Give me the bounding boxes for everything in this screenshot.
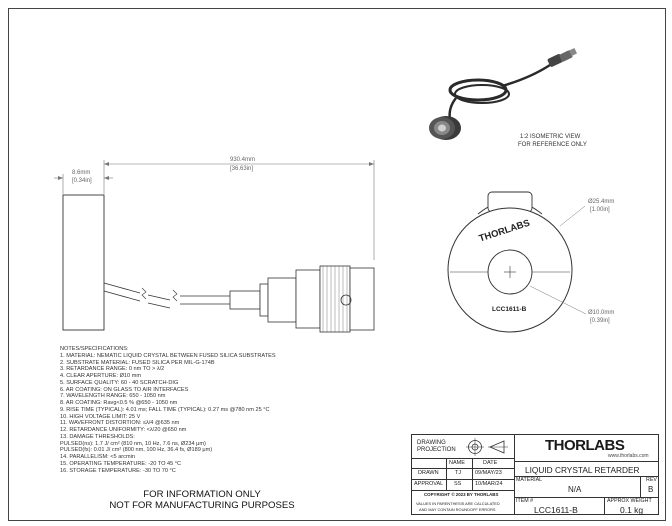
view-label-line2: FOR REFERENCE ONLY [518, 142, 587, 148]
col-date-header: DATE [483, 460, 498, 466]
note-item: 3. RETARDANCE RANGE: 0 nm TO > λ/2 [60, 366, 165, 373]
notes-heading: NOTES/SPECIFICATIONS: [60, 346, 129, 352]
bnc-connector-isometric [547, 48, 577, 67]
note-item: 4. CLEAR APERTURE: Ø10 mm [60, 373, 142, 379]
approval-name: SS [454, 481, 462, 487]
disclaimer: FOR INFORMATION ONLY NOT FOR MANUFACTURI… [104, 489, 300, 511]
note-item: 1. MATERIAL: NEMATIC LIQUID CRYSTAL BETW… [60, 352, 276, 359]
note-item: 7. WAVELENGTH RANGE: 650 - 1050 nm [60, 393, 166, 400]
dim-aperture-mm: Ø10.0mm [588, 310, 615, 316]
item-value: LCC1611-B [534, 505, 578, 515]
note-item: 11. WAVEFRONT DISTORTION: ≤λ/4 @635 nm [60, 420, 180, 427]
retarder-isometric [429, 116, 461, 140]
drawing-border [8, 8, 666, 521]
note-item: 9. RISE TIME (TYPICAL): 4.01 ms; FALL TI… [60, 406, 270, 413]
retarder-body-side [62, 194, 105, 331]
drawing-projection-line2: PROJECTION [417, 447, 456, 453]
note-item: PULSED(fs): 0.01 J/ cm² (800 nm, 100 Hz,… [60, 447, 213, 454]
side-view [54, 160, 375, 333]
company-logo: THORLABS [545, 437, 625, 454]
note-item: 8. AR COATING: Ravg<0.5 % @650 - 1050 nm [60, 400, 178, 406]
copyright: COPYRIGHT © 2023 BY THORLABS [424, 492, 499, 497]
drawn-name: TJ [455, 470, 462, 476]
cable-coil [454, 84, 510, 104]
dim-aperture-in: [0.39in] [590, 318, 610, 324]
tolerance-note-1: VALUES IN PARENTHESIS ARE CALCULATED [416, 501, 500, 506]
disclaimer-line2: NOT FOR MANUFACTURING PURPOSES [109, 500, 295, 511]
drawn-label: DRAWN [418, 470, 439, 476]
front-view [447, 191, 587, 333]
note-item: PULSED(ns): 1.7 J/ cm² (810 nm, 10 Hz, 7… [60, 440, 206, 447]
part-model-marking: LCC1611-B [492, 306, 527, 313]
col-name-header: NAME [449, 460, 465, 466]
material-value: N/A [568, 485, 582, 494]
dim-outer-dia-mm: Ø25.4mm [588, 199, 615, 205]
projection-symbol-icon [466, 438, 508, 456]
rev-label: REV [646, 477, 657, 483]
note-item: 15. OPERATING TEMPERATURE: -20 TO 45 °C [60, 460, 182, 467]
note-item: 10. HIGH VOLTAGE LIMIT: 25 V [60, 413, 141, 420]
disclaimer-line1: FOR INFORMATION ONLY [143, 489, 261, 500]
rev-value: B [648, 485, 654, 494]
drawing-title: LIQUID CRYSTAL RETARDER [525, 465, 640, 475]
drawn-date: 09/MAY/23 [475, 470, 502, 476]
bnc-connector-side [229, 265, 375, 333]
weight-value: 0.1 kg [620, 505, 644, 515]
view-label-line1: 1:2 ISOMETRIC VIEW [520, 134, 581, 140]
note-item: 13. DAMAGE THRESHOLDS: [60, 433, 135, 440]
dim-thickness-mm: 8.6mm [72, 170, 91, 176]
company-website: www.thorlabs.com [608, 453, 649, 459]
approval-label: APPROVAL [414, 481, 444, 487]
note-item: 6. AR COATING: ON GLASS TO AIR INTERFACE… [60, 386, 189, 393]
weight-label: APPROX WEIGHT [607, 498, 652, 504]
title-block: DRAWING PROJECTION NAME DATE DRAWN TJ 09… [411, 434, 659, 515]
dim-outer-dia-in: [1.00in] [590, 207, 610, 213]
drawing-projection-line1: DRAWING [417, 440, 446, 446]
dim-thickness-in: [0.34in] [72, 178, 92, 184]
dim-length-in: [36.63in] [230, 166, 254, 172]
approval-date: 10/MAR/24 [475, 481, 503, 487]
note-item: 14. PARALLELISM: <5 arcmin [60, 454, 135, 460]
note-item: 12. RETARDANCE UNIFORMITY: <λ/20 @650 nm [60, 427, 187, 433]
note-item: 16. STORAGE TEMPERATURE: -30 TO 70 °C [60, 467, 176, 474]
dim-length-mm: 930.4mm [230, 157, 256, 163]
notes-specifications: NOTES/SPECIFICATIONS: 1. MATERIAL: NEMAT… [60, 346, 276, 474]
tolerance-note-2: AND MAY CONTAIN ROUNDOFF ERRORS [419, 507, 496, 512]
note-item: 2. SUBSTRATE MATERIAL: FUSED SILICA PER … [60, 359, 215, 366]
material-label: MATERIAL [516, 477, 543, 483]
item-label: ITEM # [516, 498, 534, 504]
isometric-view [429, 48, 577, 140]
note-item: 5. SURFACE QUALITY: 60 - 40 SCRATCH-DIG [60, 379, 179, 386]
